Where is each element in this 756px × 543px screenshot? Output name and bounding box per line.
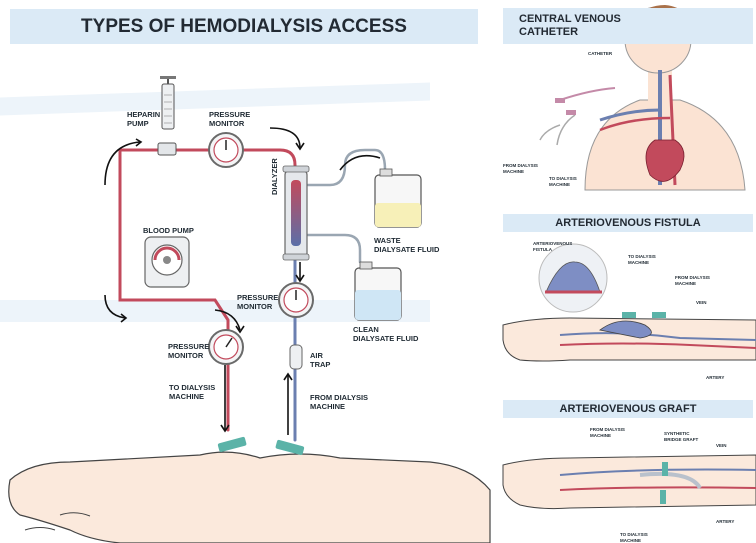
avg-label-artery: ARTERY (716, 519, 734, 525)
avg-illustration (503, 455, 756, 509)
main-arm (9, 452, 490, 543)
avf-label-artery: ARTERY (706, 375, 724, 381)
avf-label-vein: VEIN (696, 300, 707, 306)
label-blood-pump: BLOOD PUMP (143, 226, 194, 235)
pressure-monitor-gauge (279, 283, 313, 317)
heparin-pump (158, 76, 176, 155)
pressure-monitor-gauge (209, 330, 243, 364)
label-dialyzer: DIALYZER (270, 158, 279, 195)
avg-label-vein: VEIN (716, 443, 727, 449)
dialyzer (283, 166, 309, 260)
waste-dialysate-jug (375, 169, 421, 227)
pressure-monitor-gauge (209, 133, 243, 167)
cvc-label-catheter: CATHETER (588, 51, 612, 57)
clean-dialysate-jug (355, 262, 401, 320)
page-title: TYPES OF HEMODIALYSIS ACCESS (10, 9, 478, 44)
blood-pump (145, 237, 189, 287)
avf-title: ARTERIOVENOUS FISTULA (503, 214, 753, 232)
air-trap (290, 345, 302, 369)
avg-title: ARTERIOVENOUS GRAFT (503, 400, 753, 418)
